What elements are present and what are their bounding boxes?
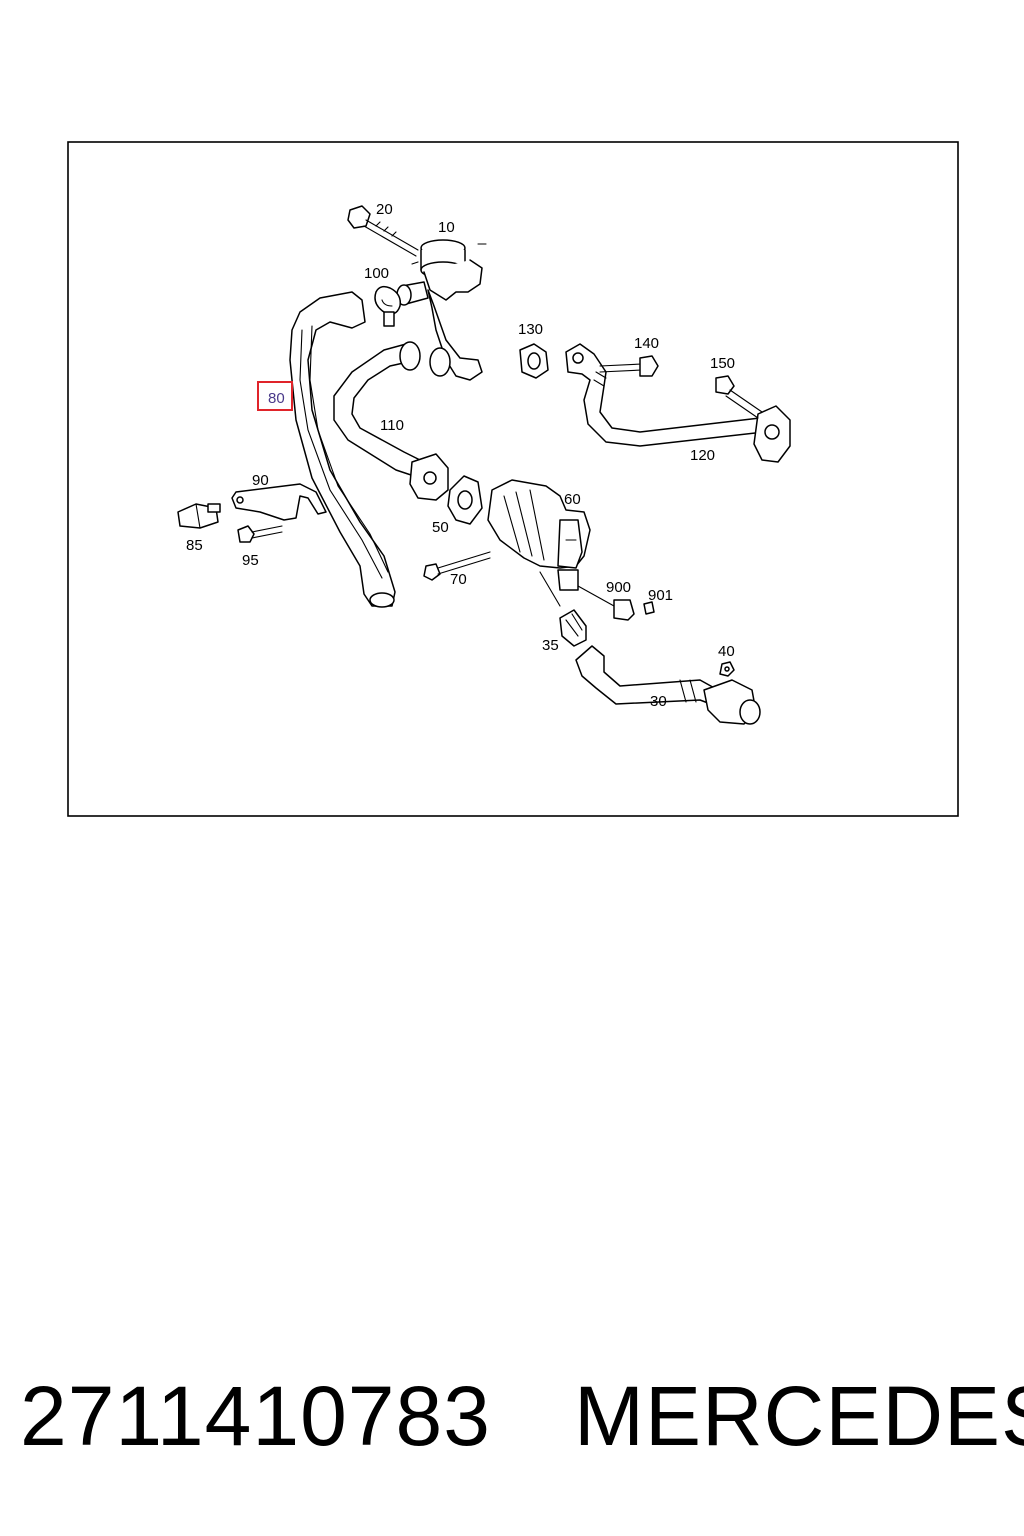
label-901[interactable]: 901 [648, 587, 673, 604]
label-100[interactable]: 100 [364, 265, 389, 282]
part-100-clamp[interactable] [374, 285, 402, 327]
part-85-clamp[interactable] [177, 503, 221, 529]
part-40-nut[interactable] [719, 661, 735, 677]
part-80-pipe[interactable] [289, 291, 396, 608]
label-90[interactable]: 90 [252, 472, 269, 489]
part-70-bolt[interactable] [423, 551, 491, 581]
label-900[interactable]: 900 [606, 579, 631, 596]
part-140-bolt[interactable] [599, 355, 659, 377]
label-140[interactable]: 140 [634, 335, 659, 352]
part-number: 2711410783 [20, 1369, 491, 1463]
label-110[interactable]: 110 [380, 417, 404, 434]
highlight-80[interactable]: 80 [257, 381, 293, 411]
label-70[interactable]: 70 [450, 571, 467, 588]
part-20-bolt[interactable] [347, 205, 419, 257]
footer: 2711410783 MERCEDES [0, 1368, 1024, 1468]
part-110-tube[interactable] [333, 341, 449, 501]
label-85[interactable]: 85 [186, 537, 203, 554]
label-130[interactable]: 130 [518, 321, 543, 338]
part-30-pipe[interactable] [575, 645, 761, 725]
label-30[interactable]: 30 [650, 693, 667, 710]
label-95[interactable]: 95 [242, 552, 259, 569]
part-35-fitting[interactable] [539, 571, 587, 647]
label-20[interactable]: 20 [376, 201, 393, 218]
label-150[interactable]: 150 [710, 355, 735, 372]
part-50-gasket[interactable] [447, 475, 483, 525]
part-labels: 10 20 30 35 40 50 60 70 85 90 95 100 110… [186, 201, 735, 710]
label-80: 80 [268, 390, 285, 407]
part-90-bracket[interactable] [231, 483, 327, 521]
label-60[interactable]: 60 [564, 491, 581, 508]
part-150-bolt[interactable] [715, 375, 763, 419]
highlight-box [257, 381, 293, 411]
label-120[interactable]: 120 [690, 447, 715, 464]
diagram-frame [67, 141, 959, 817]
part-900-connector[interactable] [577, 585, 635, 621]
part-60-throttle-body[interactable] [487, 479, 591, 591]
part-95-bolt[interactable] [237, 525, 283, 543]
label-35[interactable]: 35 [542, 637, 559, 654]
label-50[interactable]: 50 [432, 519, 449, 536]
brand-name: MERCEDES [574, 1369, 1024, 1463]
label-10[interactable]: 10 [438, 219, 455, 236]
part-130-gasket[interactable] [519, 343, 549, 379]
part-120-pipe[interactable] [565, 343, 791, 463]
part-901-pin[interactable] [643, 601, 655, 615]
part-10-valve[interactable] [396, 239, 487, 381]
label-40[interactable]: 40 [718, 643, 735, 660]
